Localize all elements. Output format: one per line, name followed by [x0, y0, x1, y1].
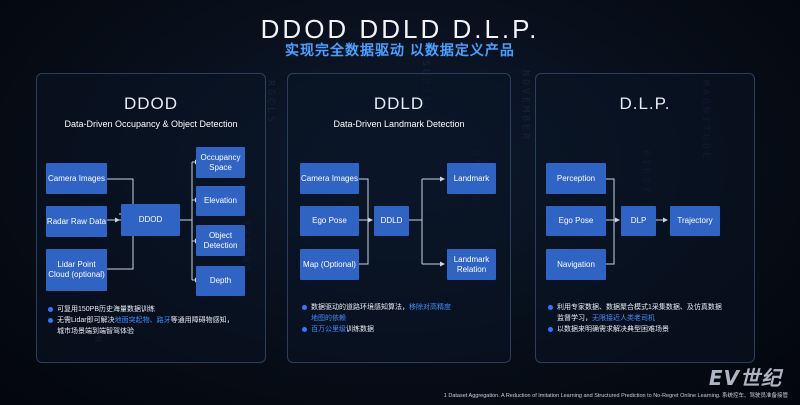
panel-subtitle: Data-Driven Occupancy & Object Detection: [64, 119, 238, 129]
bullet-dot-icon: [548, 327, 553, 332]
panel-title: D.L.P.: [619, 94, 671, 113]
output-landmark-relation: Landmark Relation: [447, 249, 496, 280]
bullet-highlight: 百万公里级: [311, 326, 346, 333]
panel-ddld: DDLD Data-Driven Landmark Detection Came…: [287, 73, 511, 363]
ddod-bullets: 可复用150PB历史海量数据训练 无需Lidar即可解决地面突起物、路牙等通用障…: [48, 304, 263, 337]
bullet-text: 以数据来明确需求解决典型困难场景: [557, 326, 669, 333]
bullet-item: 百万公里级训练数据: [302, 324, 507, 335]
bullet-highlight: 移除对高精度: [409, 304, 451, 311]
panel-dlp: D.L.P. Perception Ego Pose Navigation DL…: [535, 73, 755, 363]
bullet-text: 城市场景端到端智驾体验: [57, 328, 134, 335]
bullet-item: 可复用150PB历史海量数据训练: [48, 304, 263, 315]
output-depth: Depth: [196, 266, 245, 296]
bullet-highlight: 无限接近人类老司机: [592, 315, 655, 322]
center-ddod: DDOD: [121, 204, 180, 236]
footnote: 1 Dataset Aggregation. A Reduction of Im…: [443, 393, 788, 399]
output-object-detection: Object Detection: [196, 225, 245, 256]
bullet-text: 无需Lidar即可解决: [57, 317, 115, 324]
bullet-continuation: 地图的依赖: [302, 313, 507, 324]
page-subtitle: 实现完全数据驱动 以数据定义产品: [285, 42, 515, 58]
input-radar-raw-data: Radar Raw Data: [46, 206, 107, 237]
input-map: Map (Optional): [300, 249, 359, 280]
bullet-item: 无需Lidar即可解决地面突起物、路牙等通用障碍物感知，: [48, 315, 263, 326]
bullet-item: 数据驱动的道路环境感知算法，移除对高精度: [302, 302, 507, 313]
input-lidar-point-cloud: Lidar Point Cloud (optional): [46, 249, 107, 291]
watermark-logo: EV世纪: [708, 366, 782, 390]
background-matrix-text: NOVEMBER: [520, 70, 531, 143]
page-title: DDOD DDLD D.L.P.: [260, 14, 540, 44]
bullet-continuation: 城市场景端到端智驾体验: [48, 326, 263, 337]
input-camera-images: Camera Images: [300, 163, 359, 194]
input-navigation: Navigation: [546, 249, 606, 280]
dlp-connectors: [606, 178, 668, 265]
center-dlp: DLP: [621, 206, 656, 236]
bullet-text: 训练数据: [346, 326, 374, 333]
panel-subtitle: Data-Driven Landmark Detection: [333, 119, 465, 129]
output-landmark: Landmark: [447, 163, 496, 194]
input-camera-images: Camera Images: [46, 163, 107, 194]
bullet-item: 以数据来明确需求解决典型困难场景: [548, 324, 752, 335]
dlp-bullets: 利用专家数据、数据聚合模式1采集数据、及仿真数据 监督学习，无限接近人类老司机 …: [548, 302, 752, 335]
bullet-dot-icon: [302, 327, 307, 332]
ddld-connectors: [359, 176, 445, 267]
input-ego-pose: Ego Pose: [300, 206, 359, 236]
panel-title: DDOD: [123, 94, 179, 113]
output-occupancy-space: Occupancy Space: [196, 147, 245, 178]
bullet-text: 可复用150PB历史海量数据训练: [57, 306, 156, 313]
bullet-continuation: 监督学习，无限接近人类老司机: [548, 313, 752, 324]
ddld-bullets: 数据驱动的道路环境感知算法，移除对高精度 地图的依赖 百万公里级训练数据: [302, 302, 507, 335]
center-ddld: DDLD: [374, 206, 409, 236]
bullet-dot-icon: [548, 305, 553, 310]
background-matrix-text: RGCLS: [265, 80, 276, 126]
output-trajectory: Trajectory: [670, 206, 720, 236]
output-elevation: Elevation: [196, 186, 245, 216]
bullet-highlight: 地面突起物、路牙: [114, 317, 171, 324]
bullet-highlight: 地图的依赖: [311, 315, 346, 322]
input-ego-pose: Ego Pose: [546, 206, 606, 236]
bullet-text: 监督学习，: [557, 315, 592, 322]
bullet-text: 数据驱动的道路环境感知算法，: [311, 304, 409, 311]
bullet-text: 等通用障碍物感知，: [170, 317, 234, 324]
bullet-dot-icon: [48, 318, 53, 323]
panel-title: DDLD: [373, 94, 425, 113]
bullet-dot-icon: [48, 307, 53, 312]
bullet-dot-icon: [302, 305, 307, 310]
bullet-text: 利用专家数据、数据聚合模式1采集数据、及仿真数据: [557, 304, 722, 311]
bullet-item: 利用专家数据、数据聚合模式1采集数据、及仿真数据: [548, 302, 752, 313]
panel-ddod: DDOD Data-Driven Occupancy & Object Dete…: [36, 73, 266, 363]
input-perception: Perception: [546, 163, 606, 194]
